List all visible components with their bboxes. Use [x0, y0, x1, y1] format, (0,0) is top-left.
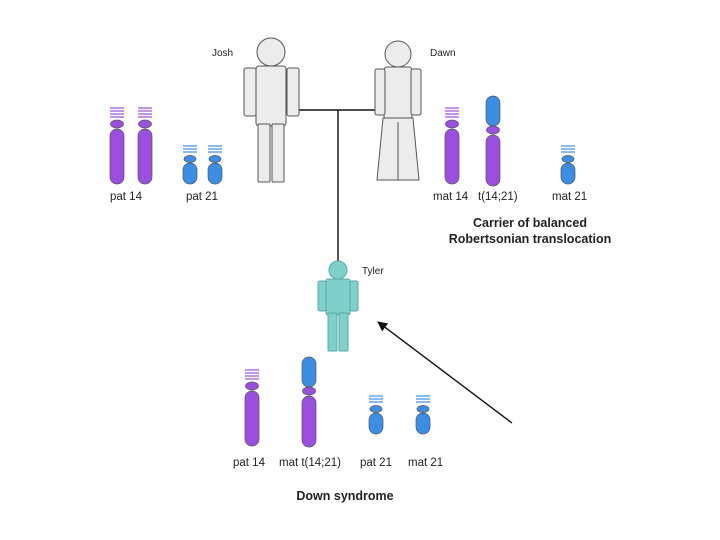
chromosome-21: [560, 145, 576, 185]
chromosome-14: [109, 107, 125, 185]
chromosome-21: [182, 145, 198, 185]
chromosome-label: pat 14: [233, 457, 265, 469]
child-figure-icon: [317, 260, 359, 352]
mother-note: Carrier of balanced Robertsonian translo…: [440, 215, 620, 247]
mother-note-line-2: Robertsonian translocation: [448, 232, 612, 246]
chromosome-label: t(14;21): [478, 191, 518, 203]
chromosome-label: pat 21: [186, 191, 218, 203]
chromosome-21: [207, 145, 223, 185]
chromosome-label: mat 14: [433, 191, 469, 203]
arrow-icon: [377, 321, 513, 424]
chromosome-label: pat 14: [110, 191, 142, 203]
chromosome-14: [444, 107, 460, 185]
father-name: Josh: [212, 48, 234, 59]
chromosome-group: [109, 95, 576, 448]
mother-note-line-1: Carrier of balanced: [473, 216, 587, 230]
translocation-chromosome: [485, 95, 501, 187]
female-figure-icon: [374, 40, 422, 181]
child-name: Tyler: [362, 266, 384, 277]
chromosome-label: mat 21: [408, 457, 444, 469]
translocation-chromosome: [301, 356, 317, 448]
chromosome-label: mat 21: [552, 191, 588, 203]
male-figure-icon: [243, 37, 300, 183]
child-note: Down syndrome: [296, 489, 394, 503]
chromosome-14: [244, 369, 260, 447]
chromosome-21: [368, 395, 384, 435]
chromosome-label: pat 21: [360, 457, 392, 469]
pedigree-lines: [298, 109, 384, 262]
chromosome-14: [137, 107, 153, 185]
chromosome-label: mat t(14;21): [279, 457, 341, 469]
chromosome-21: [415, 395, 431, 435]
mother-name: Dawn: [430, 48, 456, 59]
